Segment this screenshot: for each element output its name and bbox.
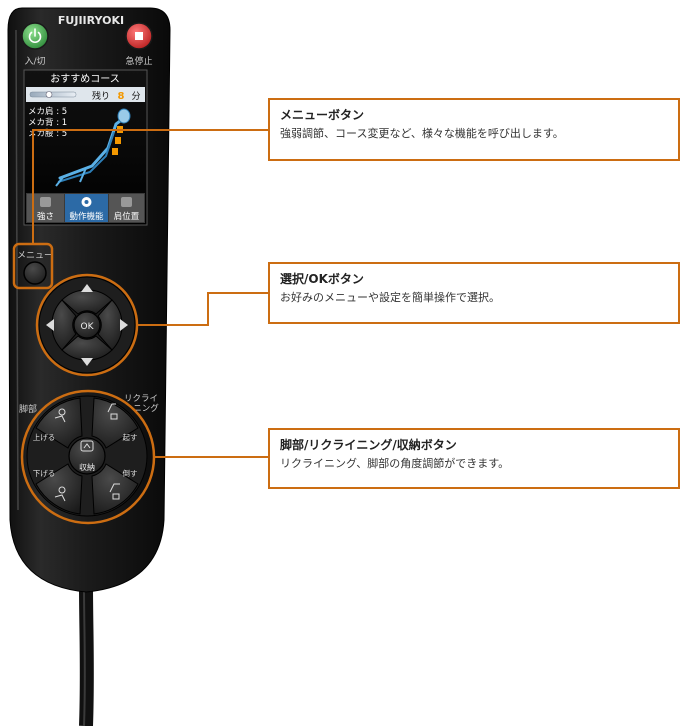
shoulder-icon bbox=[121, 197, 132, 207]
strength-icon bbox=[40, 197, 51, 207]
legs-raise-label: 上げる bbox=[33, 433, 56, 442]
legs-raise-icon bbox=[54, 408, 66, 423]
callout-select-ok-button: 選択/OKボタン お好みのメニューや設定を簡単操作で選択。 bbox=[268, 262, 680, 324]
progress-knob bbox=[45, 91, 53, 98]
recline-heading-1: リクライ bbox=[124, 394, 158, 404]
remaining-unit: 分 bbox=[131, 91, 140, 102]
legs-raise-button[interactable]: 上げる bbox=[33, 397, 83, 449]
setting-line-2: メカ腰 : 5 bbox=[28, 129, 67, 139]
legs-lower-icon bbox=[54, 486, 66, 502]
cable-highlight bbox=[83, 584, 86, 726]
setting-line-1: メカ背 : 1 bbox=[28, 117, 67, 128]
progress-slider bbox=[29, 91, 77, 98]
callout-select-desc: お好みのメニューや設定を簡単操作で選択。 bbox=[280, 291, 500, 304]
recline-upright-button[interactable]: 起す bbox=[91, 397, 139, 449]
dpad-left-button[interactable] bbox=[46, 299, 77, 351]
stop-icon bbox=[135, 32, 143, 40]
recline-heading-2: ニング bbox=[133, 403, 159, 414]
callout-select-title: 選択/OKボタン bbox=[280, 272, 364, 286]
ok-button[interactable] bbox=[73, 311, 101, 339]
recline-back-icon bbox=[109, 483, 120, 500]
remote-edge-highlight bbox=[15, 29, 19, 511]
remaining-row bbox=[26, 87, 145, 102]
legs-heading: 脚部 bbox=[19, 403, 37, 415]
power-icon bbox=[28, 28, 42, 44]
dpad-right-button[interactable] bbox=[97, 299, 128, 351]
arrow-down-icon bbox=[81, 358, 93, 366]
connector-dpad bbox=[137, 292, 270, 326]
dpad-up-button[interactable] bbox=[61, 284, 113, 315]
recline-back-label: 倒す bbox=[123, 468, 138, 478]
menu-label: メニュー bbox=[17, 251, 53, 261]
stow-button[interactable]: 収納 bbox=[68, 437, 106, 475]
power-label: 入/切 bbox=[24, 56, 45, 67]
menu-button[interactable] bbox=[23, 261, 47, 285]
dpad-down-button[interactable] bbox=[61, 335, 113, 366]
tab-motion-function[interactable]: 動作機能 bbox=[65, 194, 108, 222]
tab-strength-label: 強さ bbox=[37, 211, 54, 222]
recline-upright-label: 起す bbox=[123, 433, 138, 442]
arrow-right-icon bbox=[120, 319, 128, 331]
ok-label: OK bbox=[81, 322, 95, 332]
callout-menu-desc: 強弱調節、コース変更など、様々な機能を呼び出します。 bbox=[280, 127, 564, 140]
brand-logo: FUJIIRYOKI bbox=[58, 14, 124, 27]
arrow-up-icon bbox=[81, 284, 93, 292]
remaining-value: 8 bbox=[118, 91, 125, 102]
callout-menu-button: メニューボタン 強弱調節、コース変更など、様々な機能を呼び出します。 bbox=[268, 98, 680, 161]
callout-legs-recline-stow: 脚部/リクライニング/収納ボタン リクライニング、脚部の角度調節ができます。 bbox=[268, 428, 680, 489]
tab-motion-label: 動作機能 bbox=[69, 211, 104, 222]
callout-menu-title: メニューボタン bbox=[280, 108, 365, 122]
recline-upright-icon bbox=[107, 403, 118, 420]
recline-back-button[interactable]: 倒す bbox=[91, 463, 139, 515]
lcd-screen: おすすめコース 残り 8 分 メカ肩 : 5 メカ背 : 1 メカ腰 : 5 強… bbox=[23, 69, 148, 226]
course-title: おすすめコース bbox=[50, 73, 120, 85]
callout-legs-title: 脚部/リクライニング/収納ボタン bbox=[280, 438, 457, 452]
tab-shoulder-label: 肩位置 bbox=[114, 211, 140, 222]
massage-chair-figure bbox=[55, 108, 131, 187]
legs-lower-label: 下げる bbox=[33, 469, 56, 478]
remaining-label: 残り bbox=[92, 90, 110, 102]
dpad: OK bbox=[38, 276, 136, 374]
stow-icon bbox=[80, 440, 94, 452]
cable bbox=[79, 584, 94, 726]
connector-menu bbox=[32, 129, 270, 244]
stop-label: 急停止 bbox=[125, 55, 152, 67]
setting-line-0: メカ肩 : 5 bbox=[28, 106, 67, 117]
tab-shoulder-position[interactable]: 肩位置 bbox=[109, 194, 144, 222]
emergency-stop-button[interactable] bbox=[125, 22, 153, 50]
callout-legs-desc: リクライニング、脚部の角度調節ができます。 bbox=[280, 457, 510, 470]
lower-pad: 上げる 起す 下げる 倒す bbox=[26, 395, 148, 517]
arrow-left-icon bbox=[46, 319, 54, 331]
legs-lower-button[interactable]: 下げる bbox=[33, 463, 83, 515]
stow-label: 収納 bbox=[79, 462, 95, 472]
power-button[interactable] bbox=[21, 22, 49, 50]
